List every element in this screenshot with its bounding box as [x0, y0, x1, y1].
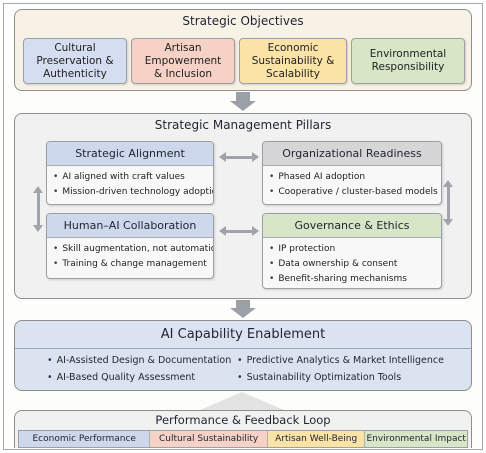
bullet-icon: •	[269, 172, 275, 182]
double-arrow-icon	[443, 180, 453, 226]
performance-economic: Economic Performance	[19, 431, 151, 447]
pillar-title: Governance & Ethics	[263, 214, 441, 238]
bullet-icon: •	[269, 187, 275, 197]
performance-artisan: Artisan Well-Being	[267, 431, 366, 447]
divider	[15, 348, 471, 349]
objective-cultural-preservation: Cultural Preservation & Authenticity	[23, 38, 127, 84]
bullet-icon: •	[53, 244, 59, 254]
objectives-title: Strategic Objectives	[182, 14, 304, 28]
bullet-icon: •	[269, 244, 275, 254]
double-arrow-icon	[219, 226, 259, 236]
bullet-icon: •	[47, 372, 53, 383]
performance-feedback-section: Performance & Feedback Loop Economic Per…	[14, 410, 472, 448]
bullet-item: •Phased AI adoption	[269, 172, 366, 182]
capability-item: •Predictive Analytics & Market Intellige…	[237, 355, 444, 366]
bullet-item: •Training & change management	[53, 259, 207, 269]
pillar-strategic-alignment: Strategic Alignment •AI aligned with cra…	[46, 141, 214, 205]
capability-item: •Sustainability Optimization Tools	[237, 372, 402, 383]
objective-environmental-responsibility: Environmental Responsibility	[351, 38, 465, 84]
pillar-title: Strategic Alignment	[47, 142, 213, 166]
bullet-item: •AI aligned with craft values	[53, 172, 185, 182]
double-arrow-icon	[219, 152, 259, 162]
bullet-icon: •	[53, 259, 59, 269]
bullet-icon: •	[237, 355, 243, 366]
bullet-icon: •	[53, 172, 59, 182]
ai-capability-section: AI Capability Enablement •AI-Assisted De…	[14, 320, 472, 391]
capability-item: •AI-Based Quality Assessment	[47, 372, 196, 383]
objective-label: Economic Sustainability & Scalability	[251, 41, 335, 80]
double-arrow-icon	[33, 186, 43, 232]
bullet-item: •Mission-driven technology adoption	[53, 187, 214, 197]
bullet-icon: •	[269, 259, 275, 269]
strategic-pillars-section: Strategic Management Pillars Strategic A…	[14, 113, 472, 299]
bullet-icon: •	[237, 372, 243, 383]
bullet-icon: •	[47, 355, 53, 366]
pillar-title: Organizational Readiness	[263, 142, 441, 166]
performance-environmental: Environmental Impact	[365, 431, 467, 447]
pillar-organizational-readiness: Organizational Readiness •Phased AI adop…	[262, 141, 442, 205]
pillar-governance-ethics: Governance & Ethics •IP protection •Data…	[262, 213, 442, 289]
performance-bar: Economic Performance Cultural Sustainabi…	[18, 430, 468, 448]
capability-title: AI Capability Enablement	[160, 327, 326, 342]
pillar-title: Human–AI Collaboration	[47, 214, 213, 238]
bullet-icon: •	[269, 274, 275, 284]
feedback-arrow-icon	[200, 392, 284, 410]
objective-label: Artisan Empowerment & Inclusion	[144, 41, 222, 80]
bullet-item: •Data ownership & consent	[269, 259, 398, 269]
pillar-human-ai-collaboration: Human–AI Collaboration •Skill augmentati…	[46, 213, 214, 279]
bullet-item: •Benefit-sharing mechanisms	[269, 274, 407, 284]
performance-cultural: Cultural Sustainability	[150, 431, 268, 447]
capability-item: •AI-Assisted Design & Documentation	[47, 355, 232, 366]
performance-title: Performance & Feedback Loop	[155, 413, 331, 427]
bullet-icon: •	[53, 187, 59, 197]
objective-artisan-empowerment: Artisan Empowerment & Inclusion	[131, 38, 235, 84]
objective-economic-sustainability: Economic Sustainability & Scalability	[239, 38, 347, 84]
objective-label: Cultural Preservation & Authenticity	[36, 41, 114, 80]
pillars-title: Strategic Management Pillars	[154, 118, 332, 132]
bullet-item: •Skill augmentation, not automation	[53, 244, 214, 254]
bullet-item: •Cooperative / cluster-based models	[269, 187, 438, 197]
strategic-objectives-section: Strategic Objectives Cultural Preservati…	[14, 9, 472, 91]
bullet-item: •IP protection	[269, 244, 336, 254]
objective-label: Environmental Responsibility	[369, 48, 447, 73]
